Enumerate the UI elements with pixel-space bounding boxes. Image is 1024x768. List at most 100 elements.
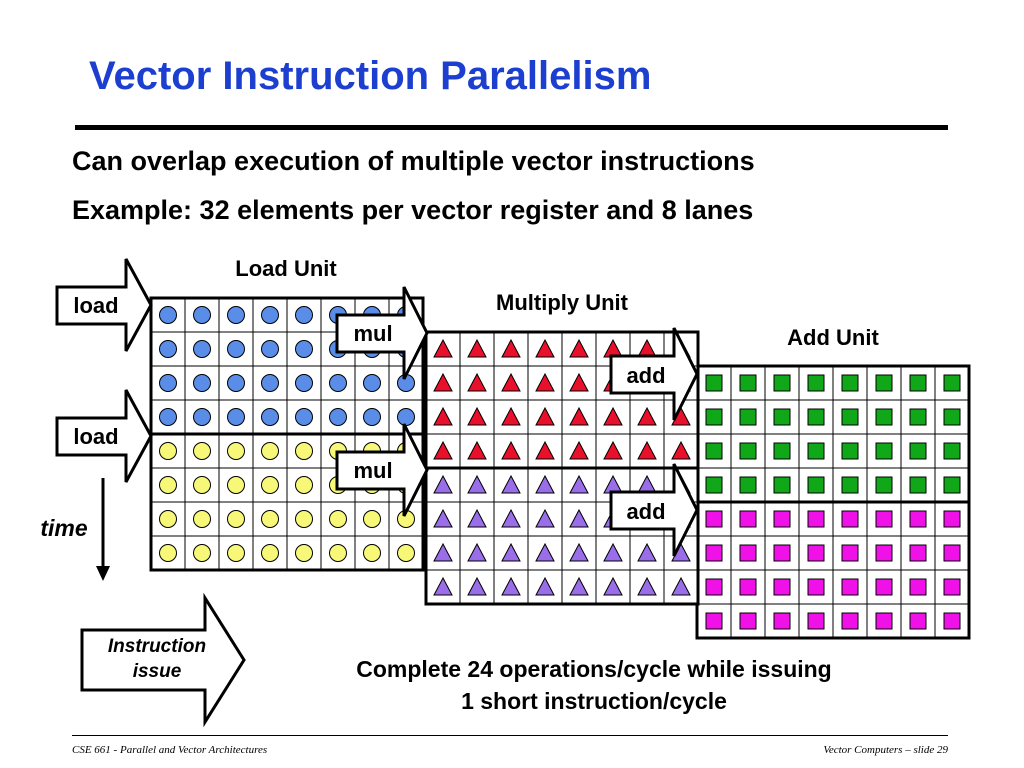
mul-element-second [535, 474, 555, 494]
mul-element-second [467, 576, 487, 596]
load-arrow-1-label: load [73, 293, 118, 318]
add-unit-elements [705, 374, 961, 630]
add-element-second [807, 612, 825, 630]
load-element-second [295, 476, 313, 494]
footer-course: CSE 661 - Parallel and Vector Architectu… [72, 744, 268, 756]
mul-element-second [433, 508, 453, 528]
load-element-first [261, 340, 279, 358]
load-element-second [193, 476, 211, 494]
load-element-first [193, 340, 211, 358]
add-element-first [807, 374, 825, 392]
add-unit-label: Add Unit [787, 325, 879, 350]
mul-element-first [433, 406, 453, 426]
mul-element-first [569, 338, 589, 358]
load-element-first [193, 408, 211, 426]
multiply-unit-label: Multiply Unit [496, 290, 629, 315]
mul-element-second [535, 542, 555, 562]
load-element-first [295, 374, 313, 392]
arrow-icon [55, 258, 153, 352]
load-element-second [227, 476, 245, 494]
load-element-first [227, 408, 245, 426]
add-arrow-2: add [609, 463, 699, 557]
load-element-first [295, 306, 313, 324]
load-element-second [227, 442, 245, 460]
load-element-second [193, 544, 211, 562]
mul-element-second [569, 474, 589, 494]
add-element-second [841, 612, 859, 630]
add-element-first [773, 374, 791, 392]
time-label: time [40, 515, 88, 541]
mul-element-second [501, 542, 521, 562]
add-element-first [739, 476, 757, 494]
mul-element-second [603, 576, 623, 596]
slide-title: Vector Instruction Parallelism [89, 54, 652, 98]
add-element-second [943, 544, 961, 562]
mul-element-first [569, 372, 589, 392]
add-element-first [705, 442, 723, 460]
bullet-overlap: Can overlap execution of multiple vector… [72, 146, 755, 176]
mul-element-first [637, 440, 657, 460]
arrow-icon [55, 389, 153, 483]
add-element-second [739, 510, 757, 528]
mul-element-second [467, 508, 487, 528]
load-element-second [329, 544, 347, 562]
add-element-second [841, 544, 859, 562]
add-element-first [773, 476, 791, 494]
mul-element-second [569, 542, 589, 562]
load-unit [149, 296, 425, 572]
mul-arrow-1-label: mul [353, 321, 392, 346]
add-element-second [841, 578, 859, 596]
add-element-second [705, 510, 723, 528]
load-element-second [295, 544, 313, 562]
load-element-second [227, 544, 245, 562]
load-element-first [363, 408, 381, 426]
load-element-first [363, 374, 381, 392]
mul-element-second [467, 542, 487, 562]
add-element-first [841, 374, 859, 392]
load-element-first [159, 340, 177, 358]
mul-element-first [501, 372, 521, 392]
add-element-second [841, 510, 859, 528]
title-divider [75, 125, 948, 130]
mul-element-second [501, 474, 521, 494]
load-element-first [329, 374, 347, 392]
load-element-first [295, 408, 313, 426]
add-element-first [943, 476, 961, 494]
arrow-icon [80, 592, 246, 728]
add-element-second [739, 612, 757, 630]
load-element-second [397, 544, 415, 562]
add-element-first [943, 442, 961, 460]
load-element-second [193, 442, 211, 460]
load-element-first [261, 306, 279, 324]
add-element-first [909, 408, 927, 426]
mul-element-first [603, 406, 623, 426]
load-element-first [261, 408, 279, 426]
load-arrow-1: load [55, 258, 153, 352]
down-arrow-icon [96, 566, 110, 581]
mul-arrow-2: mul [335, 423, 429, 517]
load-element-first [193, 306, 211, 324]
arrow-icon [335, 286, 429, 380]
load-element-first [227, 306, 245, 324]
add-arrow-1-label: add [626, 363, 665, 388]
add-element-second [773, 510, 791, 528]
instruction-issue-arrow: Instruction issue [80, 592, 246, 728]
load-element-second [329, 510, 347, 528]
add-element-first [739, 374, 757, 392]
load-element-second [159, 510, 177, 528]
arrow-icon [609, 327, 699, 421]
load-arrow-2-label: load [73, 424, 118, 449]
load-element-first [261, 374, 279, 392]
mul-element-first [433, 338, 453, 358]
mul-element-first [501, 338, 521, 358]
mul-arrow-1: mul [335, 286, 429, 380]
add-element-first [739, 442, 757, 460]
add-element-second [705, 544, 723, 562]
add-element-first [943, 374, 961, 392]
load-element-first [227, 374, 245, 392]
load-element-second [363, 544, 381, 562]
instruction-issue-label-line-2: issue [133, 661, 182, 682]
bullet-example: Example: 32 elements per vector register… [72, 195, 754, 225]
mul-element-first [535, 440, 555, 460]
